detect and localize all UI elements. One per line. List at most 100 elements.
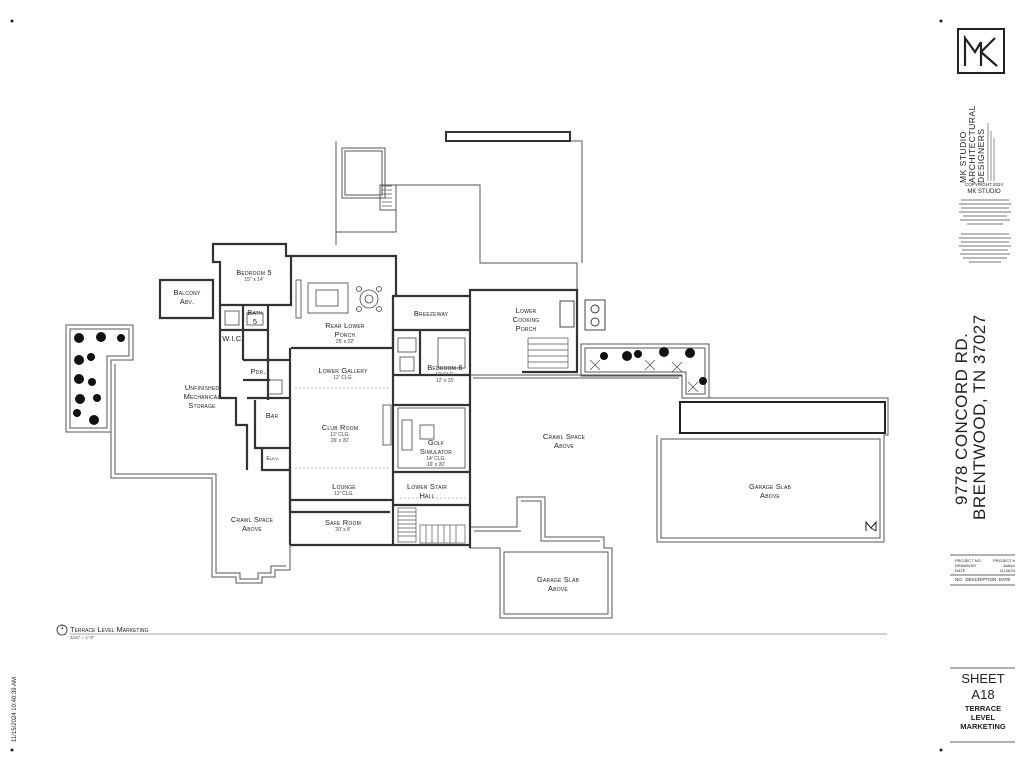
room-name: Lounge [332,482,356,491]
room-dim: Cooking [512,315,540,324]
room-name: Rear Lower [325,321,365,330]
room-name: Lower Stair [406,482,448,491]
room-name: Bedroom 6 [427,363,463,372]
room-dim: Above [554,441,574,450]
stairs [382,185,569,544]
firm-name-line3: DESIGNERS [976,128,986,183]
ceiling-lines [295,387,465,499]
mk-logo-icon [963,34,998,67]
room-name: Bar [265,411,279,420]
room-dim: Abv. [179,297,195,306]
room-dim: Above [242,524,262,533]
building-walls [158,242,579,548]
room-name: Crawl Space [230,515,274,524]
sheet-title-line2: LEVEL [970,713,996,722]
room-name: Garage Slab [536,575,580,584]
porch-furniture [295,279,382,319]
firm-logo [957,28,1005,74]
plot-timestamp: 11/15/2024 10:40:39 AM [12,677,18,742]
interior-fixtures [224,310,466,469]
info-value: PROJECT # [993,558,1015,563]
tree-x-marks [589,359,699,393]
room-elev: Elev. [262,455,284,464]
sheet-label: SHEET [961,671,1005,686]
project-info-row: PROJECT NO. PROJECT # [955,558,1015,563]
mk-small-mark [865,520,877,532]
revision-header: NO. DESCRIPTION DATE [955,577,1011,582]
garage-edge [679,401,886,434]
drawing-caption-graphics [56,624,887,636]
room-dim: 15'' x 14' [244,277,264,283]
room-wic: W.I.C. [219,334,247,343]
project-info-row: DATE 11/15/24 [955,568,1015,573]
room-name: Golf [427,438,445,447]
room-name: Bedroom 5 [236,268,272,277]
title-block-lines [950,554,1015,743]
project-address-line2: BRENTWOOD, TN 37027 [970,314,989,520]
info-value: Author [1003,563,1015,568]
room-dim: Porch [334,330,356,339]
room-dim: Above [548,584,568,593]
room-name: Unfinished [184,383,220,392]
grill-appliances [559,299,606,331]
info-label: DRAWN BY [955,563,977,568]
project-info-row: DRAWN BY Author [955,563,1015,568]
room-name: Pdr. [250,367,266,376]
drawing-caption: Terrace Level Marketing [70,625,149,634]
room-dim: Hall [419,491,435,500]
room-name: Bath [247,308,263,317]
room-dim: 12' x 15' [435,378,455,384]
room-dim: 20' x 8' [335,527,351,533]
copyright-label: COPYRIGHT 2024 [965,182,1003,187]
copyright-fine-print-graphic [959,199,1011,263]
room-name: Crawl Space [542,432,586,441]
room-name: Elev. [266,456,280,462]
room-dim: Mechanical [183,392,221,401]
caption-number: 1 [60,625,64,631]
project-address-line1: 9778 CONCORD RD. [952,332,971,505]
room-name: Balcony [173,288,201,297]
room-name: Porch [515,324,537,333]
room-dim: 5 [252,317,258,326]
tree-icons-right [600,347,707,385]
tree-icons-left [73,332,125,425]
room-name: Garage Slab [748,482,792,491]
registration-marks [10,19,943,752]
room-name: W.I.C. [222,334,244,343]
sheet-number: A18 [971,687,995,702]
copyright-name: MK STUDIO [967,189,1001,195]
room-dim: Above [760,491,780,500]
info-value: 11/15/24 [999,568,1015,573]
room-name: Safe Room [325,518,361,527]
room-name: Club Room [321,423,359,432]
foundation-outline [110,360,889,619]
pool-outline [335,131,583,290]
info-label: DATE [955,568,966,573]
drawing-scale: 3/16" = 1'-0" [70,635,95,640]
room-dim: 12' CLG. [334,491,354,497]
room-breezeway: Breezeway [398,309,464,318]
room-dim: 12' CLG. [333,375,353,381]
room-name: Lower Gallery [318,366,368,375]
room-dim: 14' CLG. [426,456,446,462]
info-label: PROJECT NO. [955,558,982,563]
room-dim: 25' x 22' [335,339,355,345]
room-name: Lower [515,306,537,315]
